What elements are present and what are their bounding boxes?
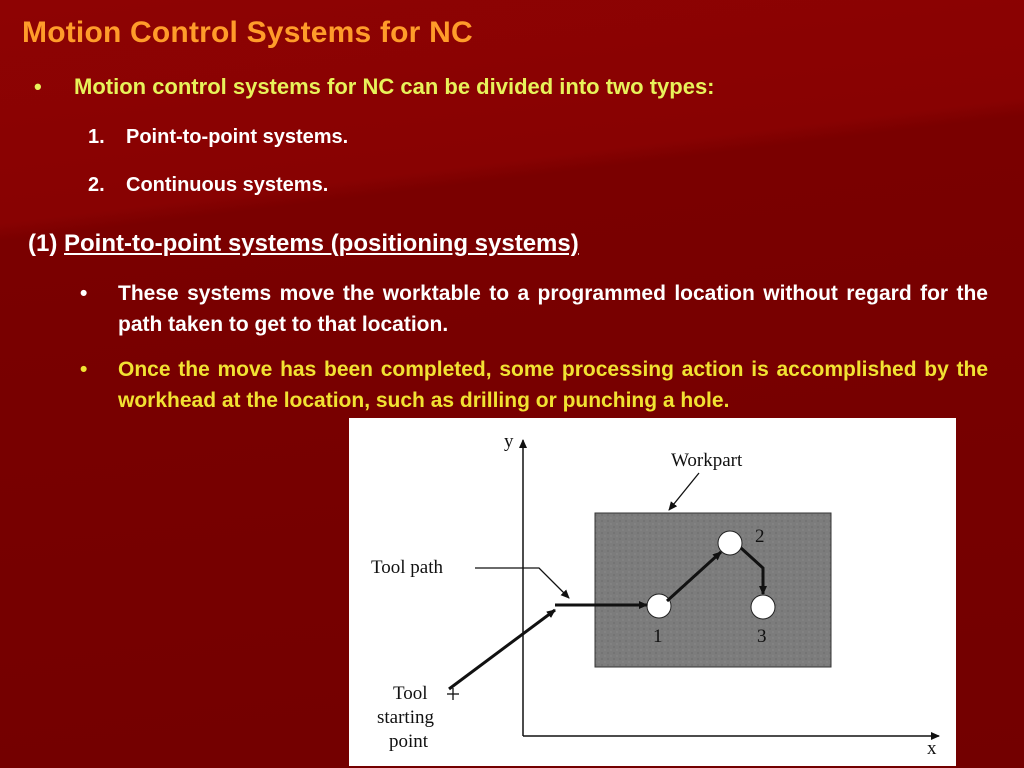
- point-to-point-figure: y x Workpart 1 2 3 Tool path Tool starti…: [349, 418, 956, 766]
- point-label-1: 1: [653, 626, 663, 647]
- intro-bullet: • Motion control systems for NC can be di…: [34, 74, 994, 100]
- type-number: 2.: [88, 174, 105, 196]
- bullet-list: • These systems move the worktable to a …: [80, 278, 988, 430]
- tool-start-label-line3: point: [389, 731, 429, 752]
- bullet-marker: •: [80, 282, 88, 305]
- slide-title: Motion Control Systems for NC: [22, 16, 473, 49]
- type-item: 2. Continuous systems.: [88, 174, 348, 222]
- tool-path-segment: [448, 608, 556, 691]
- x-axis-label: x: [927, 738, 937, 759]
- intro-text: Motion control systems for NC can be div…: [74, 74, 715, 99]
- hole-3: [750, 594, 776, 620]
- tool-path-segment: [665, 550, 723, 603]
- list-item: • Once the move has been completed, some…: [80, 354, 988, 416]
- bullet-marker: •: [34, 74, 42, 99]
- tool-start-label-line1: Tool: [393, 683, 428, 704]
- bullet-marker: •: [80, 358, 88, 381]
- types-list: 1. Point-to-point systems. 2. Continuous s…: [88, 126, 348, 222]
- type-label: Continuous systems.: [126, 174, 329, 196]
- workpart: [594, 512, 832, 668]
- section-heading: (1) Point-to-point systems (positioning …: [28, 230, 579, 258]
- point-label-2: 2: [755, 526, 765, 547]
- workpart-label: Workpart: [671, 450, 743, 471]
- figure-diagram: y x Workpart 1 2 3 Tool path Tool starti…: [371, 431, 940, 759]
- point-label-3: 3: [757, 626, 767, 647]
- tool-start-label-line2: starting: [377, 707, 434, 728]
- tool-path-pointer: [475, 567, 570, 599]
- section-title: Point-to-point systems (positioning syst…: [64, 230, 579, 257]
- y-axis-label: y: [504, 431, 514, 452]
- hole-2: [717, 530, 743, 556]
- workpart-pointer: [668, 472, 700, 511]
- bullet-text: These systems move the worktable to a pr…: [118, 282, 988, 336]
- list-item: • These systems move the worktable to a …: [80, 278, 988, 340]
- type-item: 1. Point-to-point systems.: [88, 126, 348, 174]
- tool-path-label: Tool path: [371, 557, 444, 578]
- hole-1: [646, 593, 672, 619]
- type-number: 1.: [88, 126, 105, 148]
- type-label: Point-to-point systems.: [126, 126, 349, 148]
- bullet-text: Once the move has been completed, some p…: [118, 358, 988, 412]
- section-prefix: (1): [28, 230, 58, 257]
